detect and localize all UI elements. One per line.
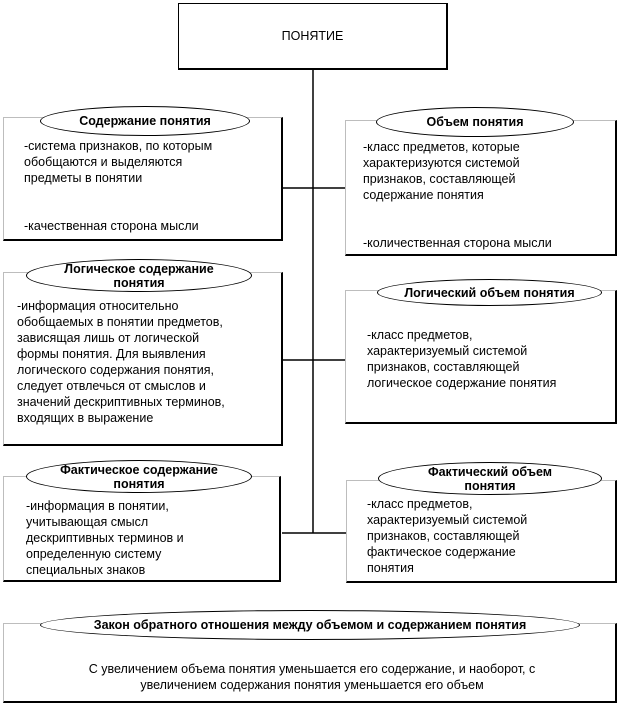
- factual-volume-title: Фактический объем понятия: [427, 464, 553, 493]
- volume-text: -класс предметов, которые характеризуютс…: [363, 140, 552, 250]
- content-title: Содержание понятия: [79, 114, 211, 128]
- logical-volume-title-pill: Логический объем понятия: [377, 279, 602, 306]
- logical-content-text: -информация относительно обобщаемых в по…: [17, 299, 225, 425]
- factual-volume-title-pill: Фактический объем понятия: [378, 462, 602, 495]
- logical-volume-title: Логический объем понятия: [404, 285, 575, 300]
- content-text: -система признаков, по которым обобщаютс…: [24, 139, 213, 233]
- logical-volume-text: -класс предметов, характеризуемый систем…: [367, 328, 557, 390]
- law-title: Закон обратного отношения между объемом …: [93, 618, 527, 632]
- logical-content-title-pill: Логическое содержание понятия: [26, 259, 252, 292]
- factual-content-text: -информация в понятии, учитывающая смысл…: [26, 499, 184, 577]
- law-title-pill: Закон обратного отношения между объемом …: [40, 610, 580, 640]
- factual-content-title-pill: Фактическое содержание понятия: [26, 460, 252, 493]
- logical-content-box: [3, 272, 283, 446]
- volume-title-pill: Объем понятия: [376, 107, 574, 137]
- volume-title: Объем понятия: [426, 115, 524, 129]
- factual-content-title: Фактическое содержание понятия: [60, 462, 218, 491]
- factual-volume-text: -класс предметов, характеризуемый систем…: [367, 497, 528, 575]
- root-concept-title: ПОНЯТИЕ: [281, 29, 344, 43]
- law-text: С увеличением объема понятия уменьшается…: [88, 662, 536, 692]
- logical-content-title: Логическое содержание понятия: [64, 261, 214, 290]
- content-box: [3, 117, 283, 241]
- root-concept-box: ПОНЯТИЕ: [178, 3, 448, 70]
- content-title-pill: Содержание понятия: [40, 106, 250, 136]
- volume-box: [345, 120, 617, 256]
